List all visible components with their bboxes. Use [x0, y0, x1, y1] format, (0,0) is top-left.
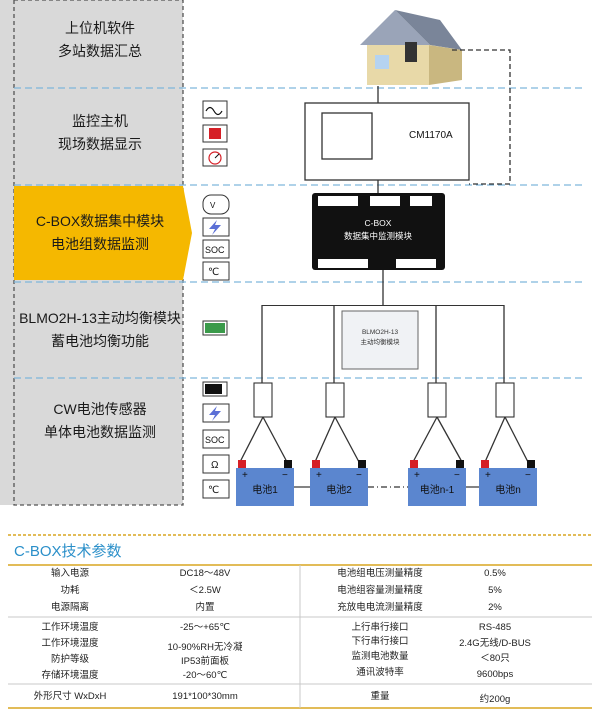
spec-left-name-7: 外形尺寸 WxDxH — [33, 691, 107, 702]
spec-right-name-7: 重量 — [370, 691, 390, 702]
cw-temperature-icon-text: ℃ — [208, 485, 219, 496]
layer-cw-line2: 单体电池数据监测 — [44, 424, 156, 440]
spec-table-rules — [8, 534, 592, 709]
layer-cbox-line1: C-BOX数据集中模块 — [35, 213, 165, 229]
battery-2-plus: + — [316, 470, 322, 481]
spec-right-name-5: 监测电池数量 — [351, 651, 409, 662]
spec-left-value-6: -20～60℃ — [182, 670, 228, 681]
spec-right-name-4: 下行串行接口 — [351, 636, 409, 647]
battery-n1-plus: + — [414, 470, 420, 481]
cm1170-label: CM1170A — [409, 130, 453, 141]
cm1170-screen — [321, 112, 373, 160]
spec-right-name-1: 电池组容量测量精度 — [337, 585, 423, 596]
spec-right-value-1: 5% — [488, 585, 502, 596]
ohm-icon-text: Ω — [211, 460, 219, 471]
voltmeter-icon: V — [202, 194, 230, 215]
battery-n-label: 电池n — [495, 483, 521, 496]
layer-label-pc: 上位机软件 多站数据汇总 — [18, 17, 182, 63]
layer-cw-line1: CW电池传感器 — [53, 401, 147, 417]
spec-left-name-0: 输入电源 — [50, 568, 89, 579]
spec-left-value-0: DC18～48V — [179, 568, 231, 579]
spec-left-name-6: 存储环境温度 — [41, 670, 99, 681]
battery-full-icon — [202, 320, 228, 336]
spec-left-value-7: 191*100*30mm — [172, 691, 238, 702]
cw-sensors — [253, 382, 515, 418]
spec-right-name-0: 电池组电压测量精度 — [337, 568, 423, 579]
layer-blmo-line1: BLMO2H-13主动均衡模块 — [19, 310, 181, 326]
spec-right-value-2: 2% — [488, 602, 502, 613]
batteries — [236, 460, 537, 506]
sensor-wires — [239, 416, 529, 463]
layer-label-monitor: 监控主机 现场数据显示 — [18, 110, 182, 156]
spec-right-value-3: RS-485 — [478, 622, 512, 633]
cw-temperature-icon — [202, 479, 230, 499]
layer-cbox-line2: 电池组数据监测 — [51, 236, 149, 252]
waveform-icon — [202, 100, 228, 119]
battery-n1-label: 电池n-1 — [420, 483, 455, 496]
battery-n-plus: + — [485, 470, 491, 481]
house-icon — [360, 10, 462, 85]
spec-right-name-6: 通讯波特率 — [356, 667, 404, 678]
soc-icon-text: SOC — [205, 245, 225, 255]
spec-right-value-4: 2.4G无线/D-BUS — [459, 638, 531, 649]
battery-1-plus: + — [242, 470, 248, 481]
spec-left-name-3: 工作环境温度 — [41, 622, 99, 633]
cw-lightning-icon — [202, 403, 230, 423]
battery-icon — [202, 381, 228, 397]
spec-left-name-4: 工作环境湿度 — [41, 638, 99, 649]
layer-label-cbox: C-BOX数据集中模块 电池组数据监测 — [18, 210, 182, 256]
layer-pc-line2: 多站数据汇总 — [58, 43, 142, 59]
blmo-device-line1: BLMO2H-13 — [362, 329, 399, 336]
spec-left-value-5: IP53前面板 — [180, 656, 230, 667]
battery-2-label: 电池2 — [326, 483, 352, 496]
battery-n-minus: − — [525, 470, 531, 481]
blmo-device — [341, 310, 419, 370]
battery-2-minus: − — [356, 470, 362, 481]
alarm-bell-icon — [202, 124, 228, 143]
cbox-device — [312, 193, 445, 270]
spec-left-value-4: 10-90%RH无冷凝 — [167, 642, 243, 653]
cw-soc-icon-text: SOC — [205, 435, 225, 445]
layer-label-blmo: BLMO2H-13主动均衡模块 蓄电池均衡功能 — [14, 307, 186, 353]
soc-icon — [202, 239, 230, 259]
gauge-icon — [202, 148, 228, 167]
layer-separators — [14, 87, 585, 379]
spec-left-name-1: 功耗 — [60, 585, 80, 596]
spec-right-value-6: 9600bps — [476, 669, 514, 680]
battery-1-label: 电池1 — [252, 483, 278, 496]
svg-text:V: V — [210, 201, 216, 210]
spec-right-value-5: ＜80只 — [480, 653, 510, 664]
spec-right-name-2: 充放电电流测量精度 — [337, 602, 423, 613]
cw-soc-icon — [202, 429, 230, 449]
spec-right-value-0: 0.5% — [484, 568, 506, 579]
lightning-icon — [202, 217, 230, 237]
spec-right-name-3: 上行串行接口 — [351, 622, 409, 633]
spec-left-name-5: 防护等级 — [50, 654, 89, 665]
layer-label-cw: CW电池传感器 单体电池数据监测 — [18, 398, 182, 444]
temperature-icon-text: ℃ — [208, 267, 219, 278]
layer-monitor-line2: 现场数据显示 — [58, 136, 142, 152]
cbox-device-line1: C-BOX — [365, 218, 392, 228]
ohm-icon — [202, 454, 230, 474]
battery-1-minus: − — [282, 470, 288, 481]
layer-monitor-line1: 监控主机 — [72, 113, 128, 129]
spec-left-name-2: 电源隔离 — [50, 602, 89, 613]
spec-left-value-2: 内置 — [195, 602, 215, 613]
cbox-highlight — [14, 186, 192, 280]
spec-title: C-BOX技术参数 — [14, 543, 122, 560]
layer-pc-line1: 上位机软件 — [65, 20, 135, 36]
layer-blmo-line2: 蓄电池均衡功能 — [51, 333, 149, 349]
cbox-device-line2: 数据集中监测模块 — [344, 231, 413, 241]
spec-right-value-7: 约200g — [479, 694, 511, 705]
temperature-icon — [202, 261, 230, 281]
battery-n1-minus: − — [454, 470, 460, 481]
spec-left-value-3: -25～+65℃ — [179, 622, 230, 633]
spec-left-value-1: ＜2.5W — [189, 585, 221, 596]
blmo-device-line2: 主动均衡模块 — [361, 337, 401, 346]
